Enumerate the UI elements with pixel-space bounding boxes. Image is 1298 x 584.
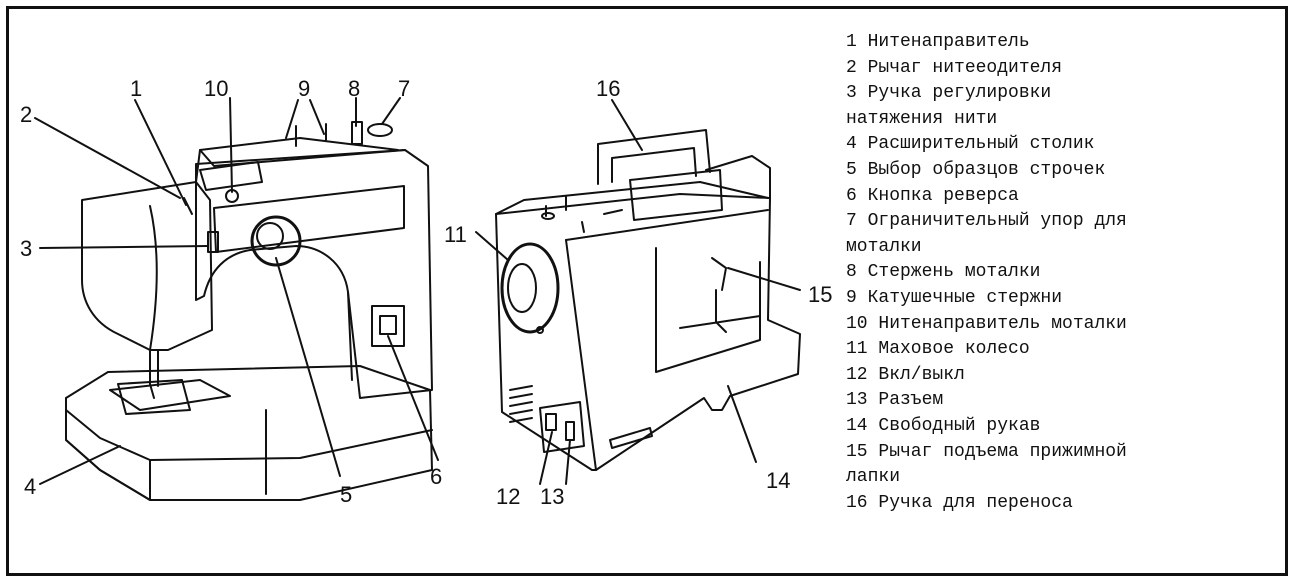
legend-text: 10 Нитенаправитель моталки — [846, 313, 1127, 334]
callout-16: 16 — [596, 76, 620, 101]
legend-item-16: 16 Ручка для переноса — [846, 491, 1276, 517]
legend-item-8: 8 Стержень моталки — [846, 260, 1276, 286]
callout-numbers: 1 2 3 4 5 6 7 8 9 10 11 12 13 14 15 16 — [20, 76, 832, 509]
parts-legend: 1 Нитенаправитель 2 Рычаг нитеeодителя 3… — [846, 30, 1276, 516]
legend-item-10: 10 Нитенаправитель моталки — [846, 312, 1276, 338]
machine-rear-body — [495, 193, 801, 471]
callout-6: 6 — [430, 464, 442, 489]
legend-item-14: 14 Свободный рукав — [846, 414, 1276, 440]
extension-table — [65, 365, 433, 501]
legend-text: 6 Кнопка реверса — [846, 185, 1019, 206]
callout-13: 13 — [540, 484, 564, 509]
callout-7: 7 — [398, 76, 410, 101]
legend-item-9: 9 Катушечные стержни — [846, 286, 1276, 312]
power-switch — [545, 413, 557, 431]
legend-text: 8 Стержень моталки — [846, 262, 1041, 283]
legend-text: 11 Маховое колесо — [846, 339, 1030, 360]
legend-text-cont: натяжения нити — [846, 108, 998, 129]
reverse-button — [371, 305, 405, 347]
machine-front-view — [34, 97, 439, 501]
legend-item-4: 4 Расширительный столик — [846, 132, 1276, 158]
callout-2: 2 — [20, 102, 32, 127]
legend-item-7: 7 Ограничительный упор для моталки — [846, 209, 1276, 260]
callout-14: 14 — [766, 468, 790, 493]
legend-text: 4 Расширительный столик — [846, 134, 1095, 155]
figure-frame — [6, 6, 1288, 576]
legend-text: 13 Разъем — [846, 390, 944, 411]
callout-9: 9 — [298, 76, 310, 101]
legend-text-cont: моталки — [846, 236, 922, 257]
legend-text-cont: лапки — [846, 467, 901, 488]
legend-text: 16 Ручка для переноса — [846, 492, 1073, 513]
legend-item-11: 11 Маховое колесо — [846, 337, 1276, 363]
legend-text: 7 Ограничительный упор для — [846, 211, 1127, 232]
machine-rear-view — [475, 99, 801, 485]
callout-5: 5 — [340, 482, 352, 507]
legend-item-13: 13 Разъем — [846, 388, 1276, 414]
legend-item-5: 5 Выбор образцов строчек — [846, 158, 1276, 184]
legend-text: 15 Рычаг подъема прижимной — [846, 441, 1127, 462]
pattern-dial — [250, 215, 302, 267]
callout-15: 15 — [808, 282, 832, 307]
legend-item-2: 2 Рычаг нитеeодителя — [846, 56, 1276, 82]
legend-text: 9 Катушечные стержни — [846, 287, 1063, 308]
callout-8: 8 — [348, 76, 360, 101]
callout-3: 3 — [20, 236, 32, 261]
socket — [565, 421, 575, 441]
callout-4: 4 — [24, 474, 36, 499]
handwheel — [500, 242, 560, 334]
legend-text: 1 Нитенаправитель — [846, 32, 1030, 52]
callout-10: 10 — [204, 76, 228, 101]
legend-item-6: 6 Кнопка реверса — [846, 184, 1276, 210]
legend-text: 5 Выбор образцов строчек — [846, 159, 1106, 180]
callout-11: 11 — [444, 222, 467, 247]
legend-text: 14 Свободный рукав — [846, 415, 1041, 436]
legend-text: 12 Вкл/выкл — [846, 364, 965, 385]
carry-handle — [597, 129, 711, 185]
legend-text: 3 Ручка регулировки — [846, 83, 1052, 104]
machine-head — [81, 181, 213, 351]
legend-item-1: 1 Нитенаправитель — [846, 30, 1276, 56]
callout-1: 1 — [130, 76, 142, 101]
legend-item-15: 15 Рычаг подъема прижимной лапки — [846, 440, 1276, 491]
legend-text: 2 Рычаг нитеeодителя — [846, 57, 1063, 78]
callout-12: 12 — [496, 484, 520, 509]
legend-item-12: 12 Вкл/выкл — [846, 363, 1276, 389]
legend-item-3: 3 Ручка регулировки натяжения нити — [846, 81, 1276, 132]
